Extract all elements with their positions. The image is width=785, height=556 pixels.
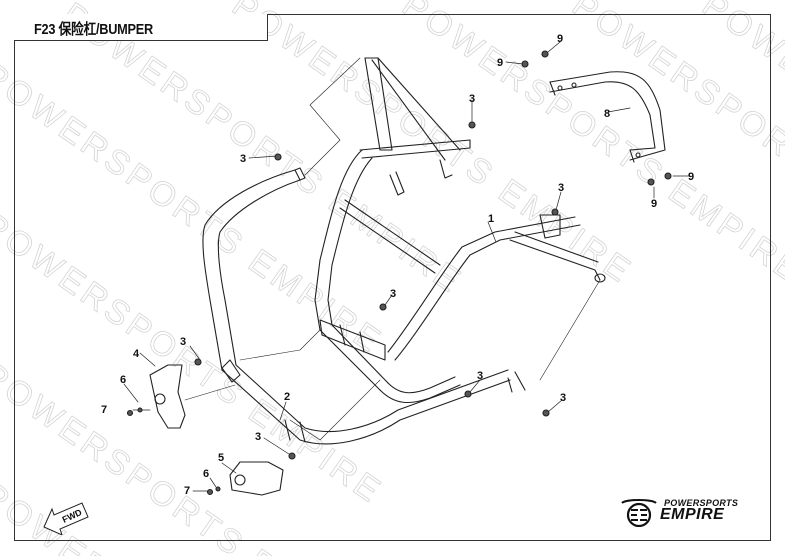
title-box: F23 保险杠/BUMPER (14, 14, 268, 41)
callout-4: 4 (133, 348, 140, 360)
brand-top: POWERSPORTS (664, 498, 739, 508)
callout-9: 9 (497, 57, 503, 69)
rear-bumper (549, 71, 666, 163)
empire-logo-icon (621, 499, 657, 528)
callout-3: 3 (558, 182, 564, 194)
callout-3: 3 (180, 336, 186, 348)
callout-1: 1 (488, 213, 494, 225)
callout-7: 7 (101, 404, 107, 416)
callout-9: 9 (651, 198, 657, 210)
fasteners (126, 50, 672, 496)
callout-3: 3 (255, 431, 261, 443)
callout-9: 9 (688, 171, 694, 183)
callout-3: 3 (477, 370, 483, 382)
callout-5: 5 (218, 452, 224, 464)
right-guard-plate (229, 461, 284, 496)
callout-2: 2 (284, 391, 290, 403)
page-title: F23 保险杠/BUMPER (34, 21, 153, 38)
brand-logo: POWERSPORTS EMPIRE (620, 497, 765, 528)
callout-3: 3 (240, 153, 246, 165)
callout-leaders (123, 41, 691, 492)
front-bumper (202, 167, 526, 445)
fwd-arrow-icon: FWD (43, 502, 89, 535)
callout-8: 8 (604, 108, 610, 120)
callout-6: 6 (120, 374, 126, 386)
leader-lines (184, 57, 601, 441)
left-guard-plate (149, 364, 186, 429)
callout-6: 6 (203, 468, 209, 480)
brand-bottom: EMPIRE (660, 506, 725, 523)
callout-3: 3 (469, 93, 475, 105)
callouts: 1 2 3 3 3 3 3 3 3 3 4 5 6 6 7 7 8 9 9 9 … (101, 33, 694, 497)
callout-3: 3 (390, 288, 396, 300)
diagram-frame (14, 14, 771, 541)
callout-3: 3 (560, 392, 566, 404)
callout-9: 9 (557, 33, 563, 45)
callout-7: 7 (184, 485, 190, 497)
